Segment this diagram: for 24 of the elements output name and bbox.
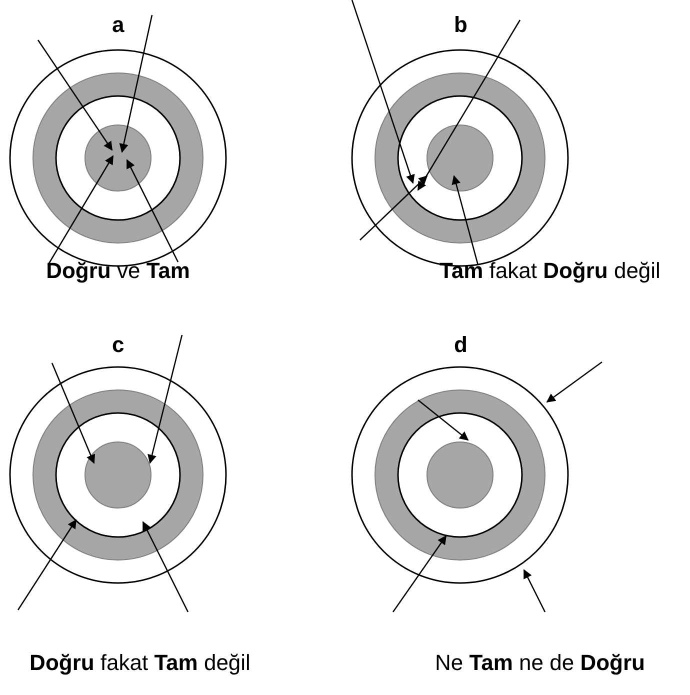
arrow xyxy=(418,400,469,441)
panel-letter: c xyxy=(112,332,124,358)
node-label: Ne Tam ne de Doğru xyxy=(435,650,645,676)
arrow xyxy=(417,20,521,191)
node-label: Doğru ve Tam xyxy=(46,258,190,284)
panel-letter: b xyxy=(454,12,468,38)
arrow xyxy=(126,159,179,262)
node-label: Tam fakat Doğru değil xyxy=(440,258,660,284)
arrow xyxy=(392,535,447,612)
panel-letter: d xyxy=(454,332,468,358)
arrow xyxy=(142,521,189,612)
arrow xyxy=(17,519,77,610)
arrow xyxy=(360,175,428,240)
arrow xyxy=(148,334,183,464)
arrow xyxy=(51,362,96,464)
arrow xyxy=(47,155,114,266)
arrow xyxy=(37,40,113,151)
arrow xyxy=(452,175,479,266)
arrow xyxy=(351,0,415,184)
node-label: Doğru fakat Tam değil xyxy=(30,650,250,676)
arrow xyxy=(119,14,153,153)
arrow xyxy=(546,361,602,403)
panel-letter: a xyxy=(112,12,124,38)
arrow xyxy=(523,569,546,612)
